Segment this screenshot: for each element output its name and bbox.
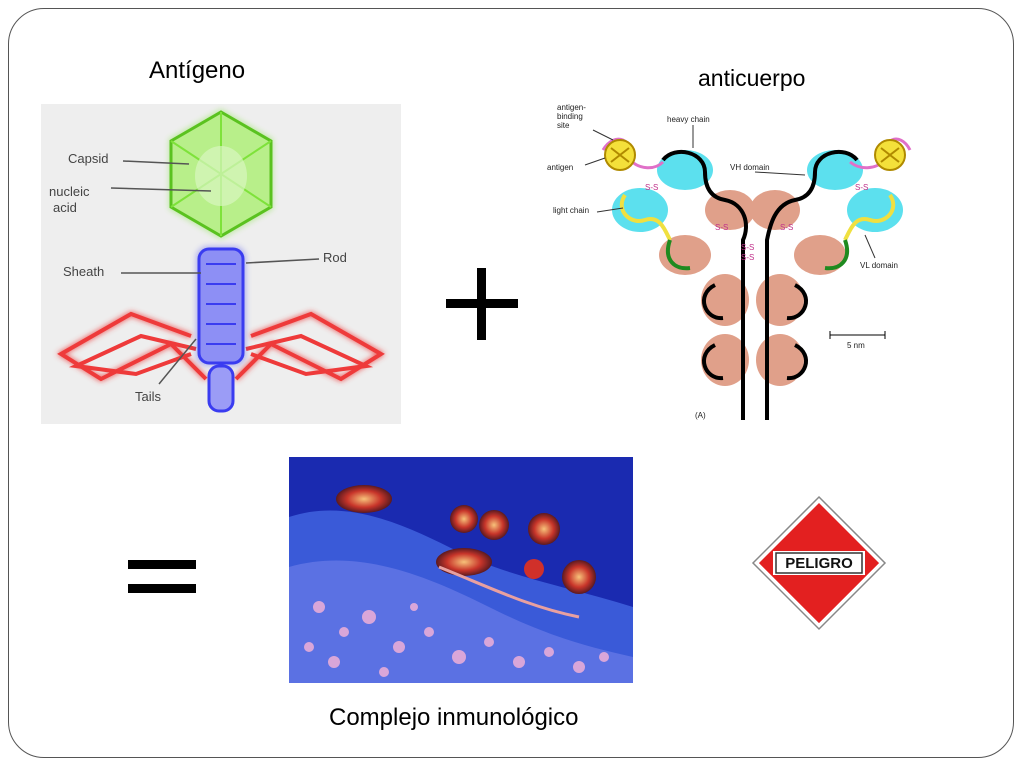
- capsid-label: Capsid: [68, 151, 108, 166]
- svg-text:S-S: S-S: [780, 223, 793, 232]
- heavy-chain-label: heavy chain: [667, 115, 710, 124]
- panel-label: (A): [695, 411, 706, 420]
- immune-complex-micrograph: [289, 457, 633, 688]
- tails-label: Tails: [135, 389, 162, 404]
- immune-complex-clusters: [336, 485, 596, 594]
- antibody-title: anticuerpo: [698, 65, 806, 91]
- svg-text:S-S: S-S: [855, 183, 868, 192]
- antigens: [604, 139, 906, 171]
- plus-symbol: [440, 260, 530, 355]
- svg-text:S-S: S-S: [715, 223, 728, 232]
- warning-text: PELIGRO: [785, 555, 853, 572]
- phage-capsid: [169, 109, 273, 239]
- complex-caption: Complejo inmunológico: [329, 704, 579, 731]
- equals-symbol: [126, 556, 200, 605]
- svg-text:S-S: S-S: [741, 243, 754, 252]
- antigen-label: antigen: [547, 163, 573, 172]
- phage-sheath: [196, 246, 246, 413]
- light-chain-label: light chain: [553, 206, 589, 215]
- light-chains: [619, 193, 896, 241]
- surface-granules: [304, 601, 609, 677]
- antigen-title: Antígeno: [149, 57, 246, 84]
- svg-text:S-S: S-S: [741, 253, 754, 262]
- heavy-chains: [661, 150, 859, 420]
- phage-tails: [57, 311, 385, 382]
- warning-sign: PELIGRO: [751, 495, 887, 636]
- vl-domain-label: VL domain: [860, 261, 898, 270]
- rod-label: Rod: [323, 250, 347, 265]
- scale-label: 5 nm: [847, 341, 865, 350]
- sheath-label: Sheath: [63, 264, 104, 279]
- svg-text:S-S: S-S: [645, 183, 658, 192]
- vh-domain-label: VH domain: [730, 163, 770, 172]
- disulfide-bonds: S-S S-S S-S S-S S-S S-S: [645, 183, 868, 262]
- scale-bar: [829, 331, 886, 339]
